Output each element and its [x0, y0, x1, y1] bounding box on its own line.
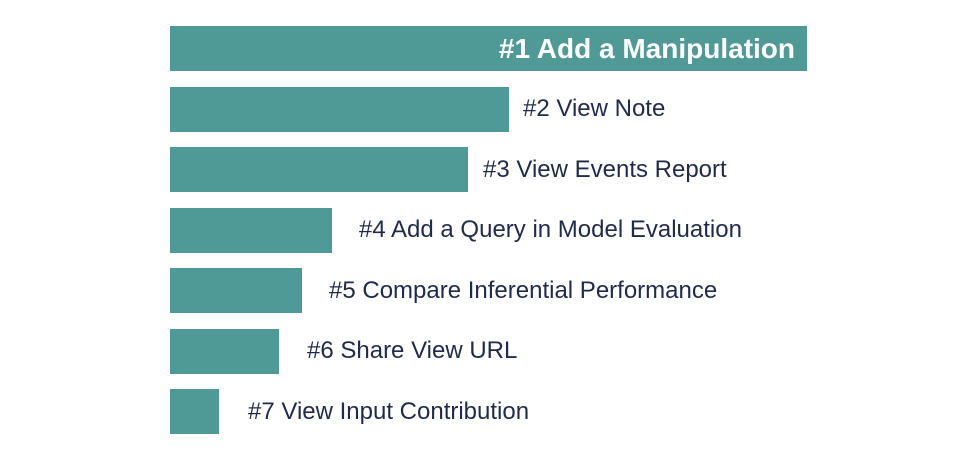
ranked-bar-chart: #1 Add a Manipulation #2 View Note #3 Vi…	[170, 26, 807, 434]
bar-row: #7 View Input Contribution	[170, 389, 807, 434]
bar	[170, 147, 468, 192]
bar-label: #6 Share View URL	[307, 337, 518, 364]
bar: #1 Add a Manipulation	[170, 26, 807, 71]
bar-row: #6 Share View URL	[170, 328, 807, 374]
bar	[170, 207, 332, 253]
bar-label: #2 View Note	[523, 95, 666, 122]
bar-label: #7 View Input Contribution	[248, 397, 530, 425]
bar	[170, 268, 302, 313]
bar	[170, 86, 509, 132]
bar	[170, 389, 219, 434]
bar	[170, 328, 279, 374]
bar-row: #1 Add a Manipulation	[170, 26, 807, 71]
bar-row: #5 Compare Inferential Performance	[170, 268, 807, 313]
bar-label: #5 Compare Inferential Performance	[329, 276, 718, 304]
bar-row: #2 View Note	[170, 86, 807, 132]
bar-row: #4 Add a Query in Model Evaluation	[170, 207, 807, 253]
bar-row: #3 View Events Report	[170, 147, 807, 192]
bar-label-inside: #1 Add a Manipulation	[498, 32, 795, 64]
bar-label: #4 Add a Query in Model Evaluation	[359, 216, 742, 243]
bar-label: #3 View Events Report	[483, 155, 727, 183]
